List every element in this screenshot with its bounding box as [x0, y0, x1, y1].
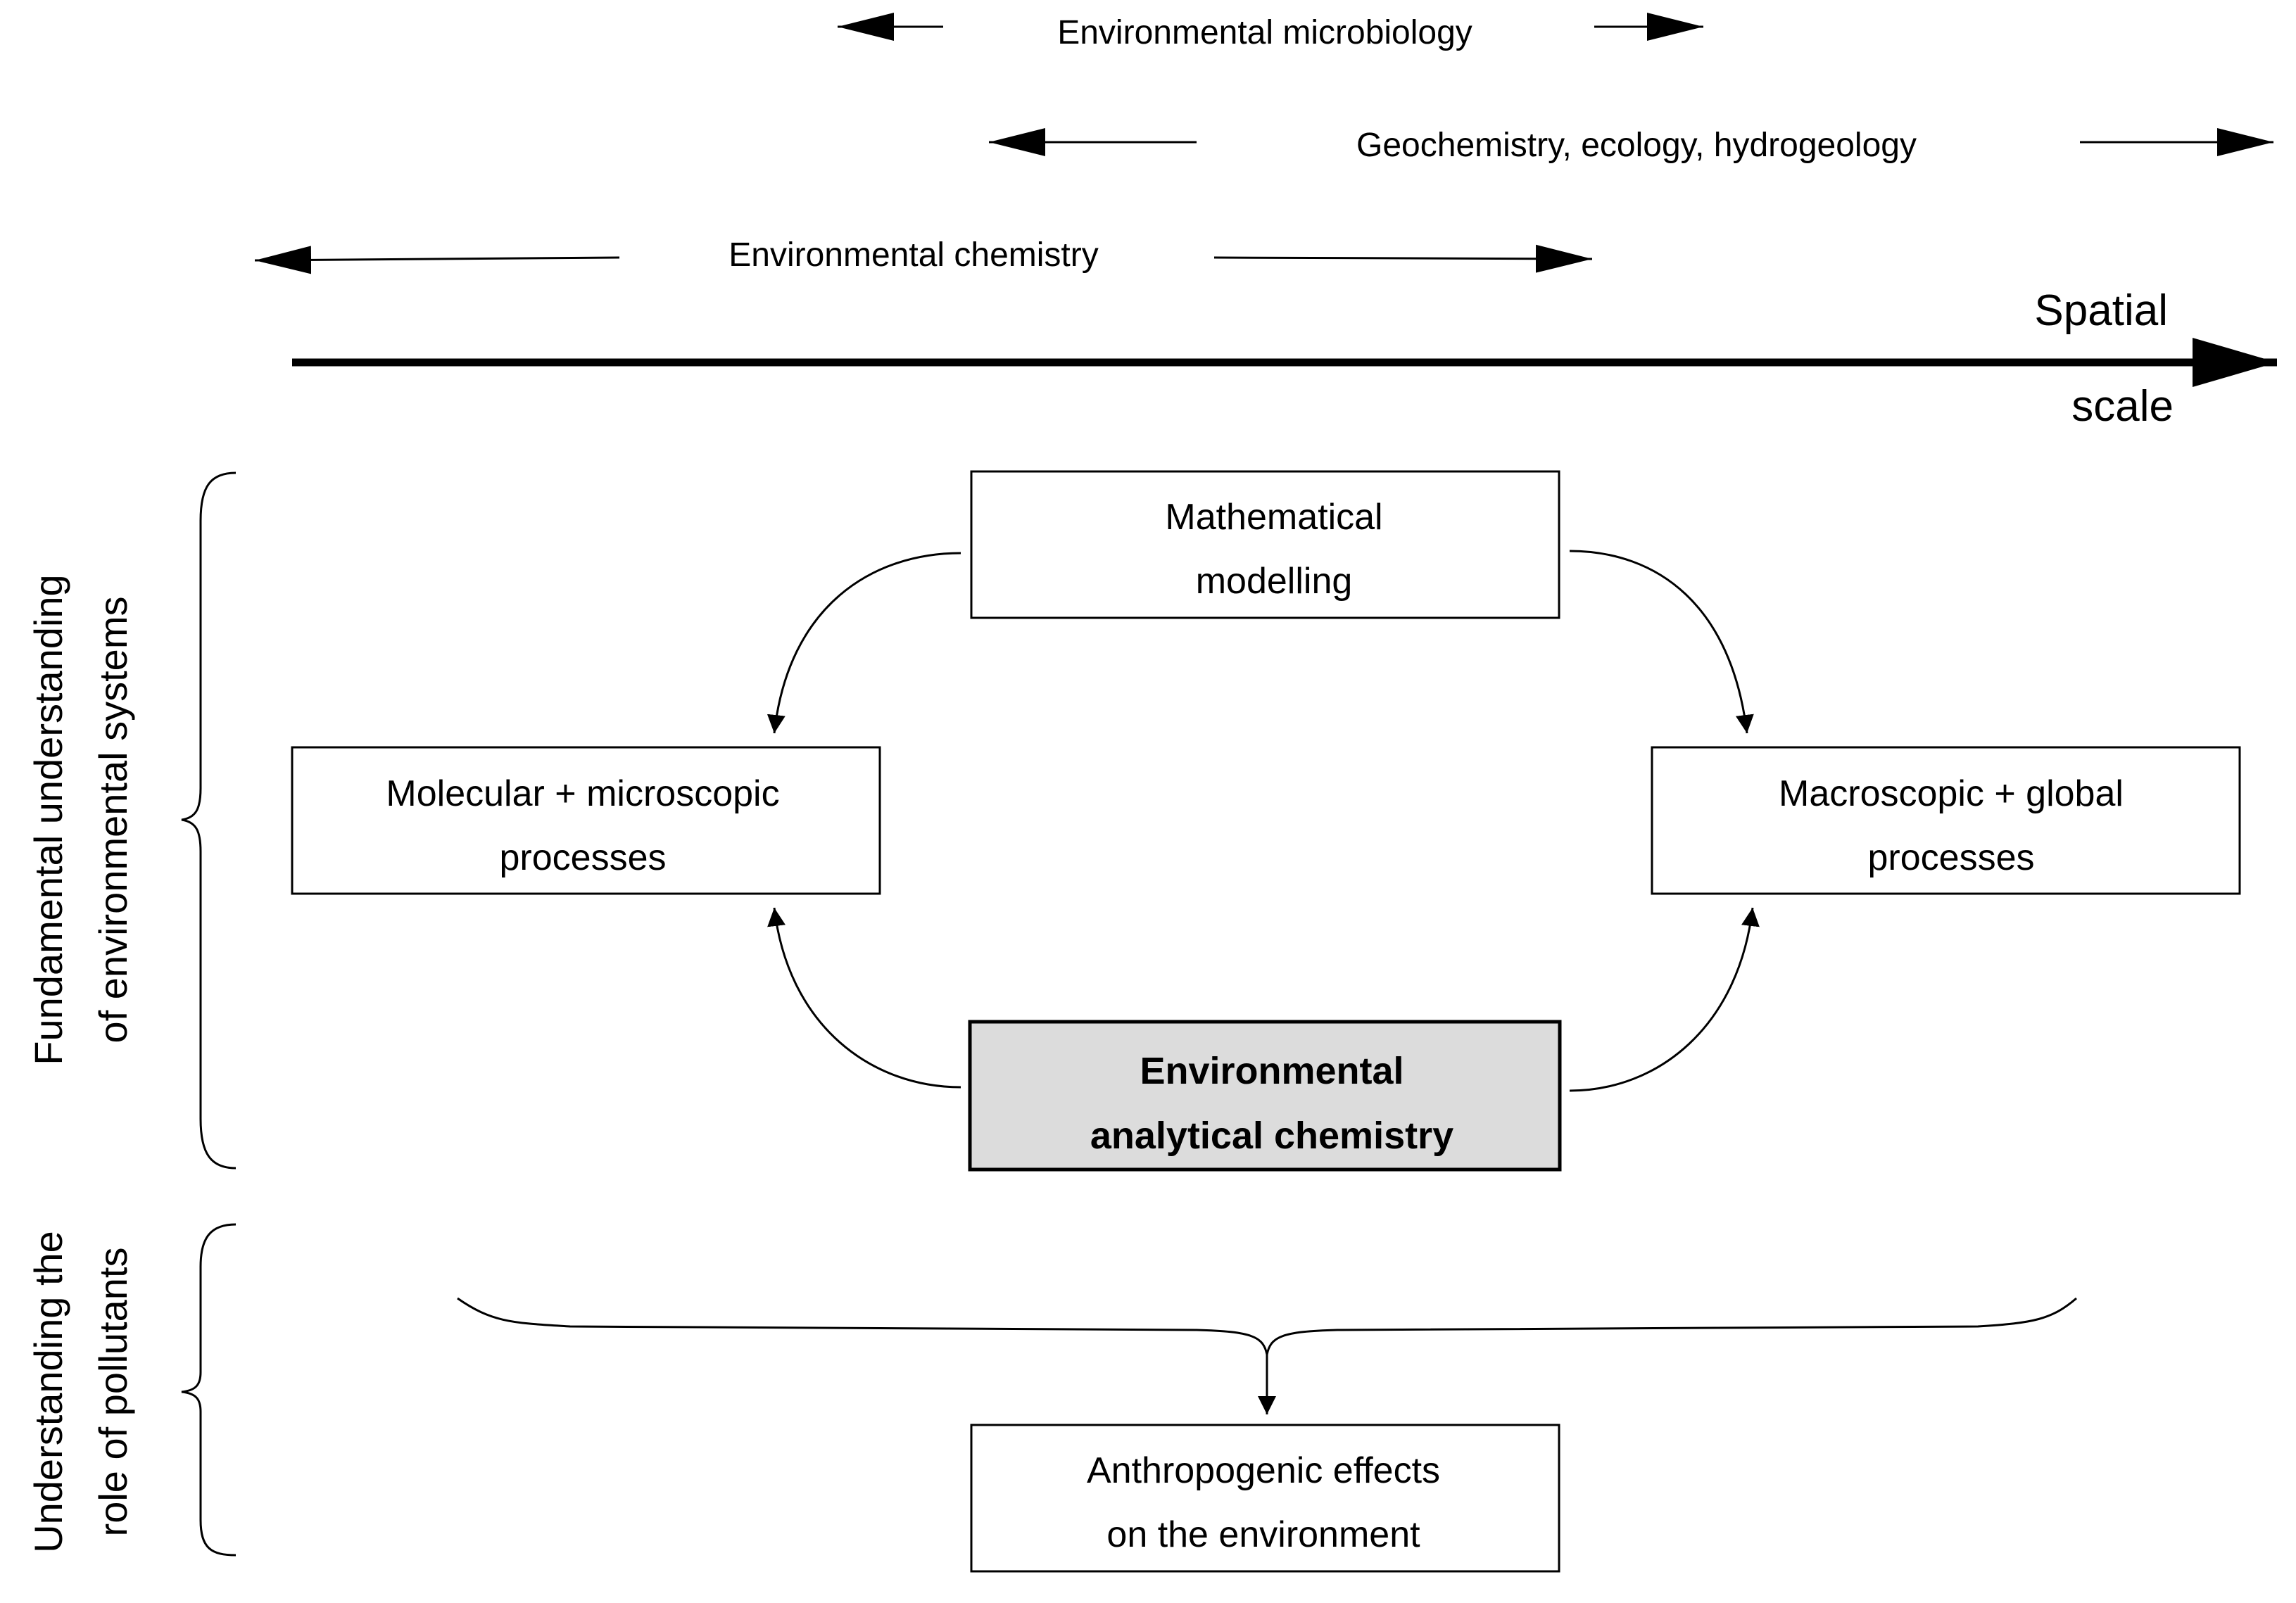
chemistry-left-arrow [254, 246, 620, 274]
macroscopic-processes-box: Macroscopic + global processes [1651, 746, 2241, 895]
mathematical-modelling-line1: Mathematical [1165, 497, 1382, 538]
side-label-fundamental-line1: Fundamental understanding [26, 574, 70, 1065]
analytical-chemistry-box: Environmental analytical chemistry [968, 1020, 1562, 1172]
brace-fundamental-understanding [181, 471, 236, 1170]
mathematical-modelling-box: Mathematical modelling [970, 470, 1560, 619]
side-label-pollutants-line1: Understanding the [26, 1231, 70, 1553]
arrow-analytical-to-molecular [767, 907, 961, 1089]
chemistry-range: Environmental chemistry [254, 236, 1593, 274]
brace-role-of-pollutants [181, 1223, 236, 1557]
horizontal-brace [457, 1297, 2077, 1355]
molecular-processes-line2: processes [500, 837, 667, 878]
arrow-analytical-to-macroscopic [1569, 907, 1760, 1092]
chemistry-right-arrow [1213, 244, 1593, 273]
arrow-modelling-to-macroscopic [1569, 550, 1754, 734]
molecular-processes-box: Molecular + microscopic processes [291, 746, 881, 895]
molecular-processes-line1: Molecular + microscopic [386, 773, 779, 814]
geochemistry-label: Geochemistry, ecology, hydrogeology [1356, 127, 1917, 164]
anthropogenic-effects-line1: Anthropogenic effects [1087, 1450, 1440, 1491]
geochemistry-range: Geochemistry, ecology, hydrogeology [989, 127, 2273, 164]
spatial-scale-label-line1: Spatial [2034, 286, 2168, 335]
side-label-fundamental: Fundamental understanding of environment… [26, 574, 135, 1065]
side-label-fundamental-line2: of environmental systems [91, 597, 135, 1044]
mathematical-modelling-line2: modelling [1196, 561, 1353, 602]
anthropogenic-effects-line2: on the environment [1106, 1514, 1420, 1555]
analytical-chemistry-line1: Environmental [1140, 1050, 1404, 1092]
macroscopic-processes-line1: Macroscopic + global [1779, 773, 2124, 814]
microbiology-label: Environmental microbiology [1057, 14, 1472, 51]
macroscopic-processes-line2: processes [1868, 837, 2035, 878]
side-label-pollutants-line2: role of pollutants [91, 1248, 135, 1537]
arrow-modelling-to-molecular [767, 552, 961, 734]
microbiology-range: Environmental microbiology [838, 12, 1703, 51]
spatial-scale-label-line2: scale [2071, 382, 2174, 431]
spatial-scale-axis: Spatial scale [292, 286, 2277, 431]
side-label-pollutants: Understanding the role of pollutants [26, 1231, 135, 1553]
chemistry-label: Environmental chemistry [728, 236, 1099, 274]
analytical-chemistry-line2: analytical chemistry [1090, 1115, 1453, 1157]
anthropogenic-effects-box: Anthropogenic effects on the environment [970, 1424, 1560, 1573]
